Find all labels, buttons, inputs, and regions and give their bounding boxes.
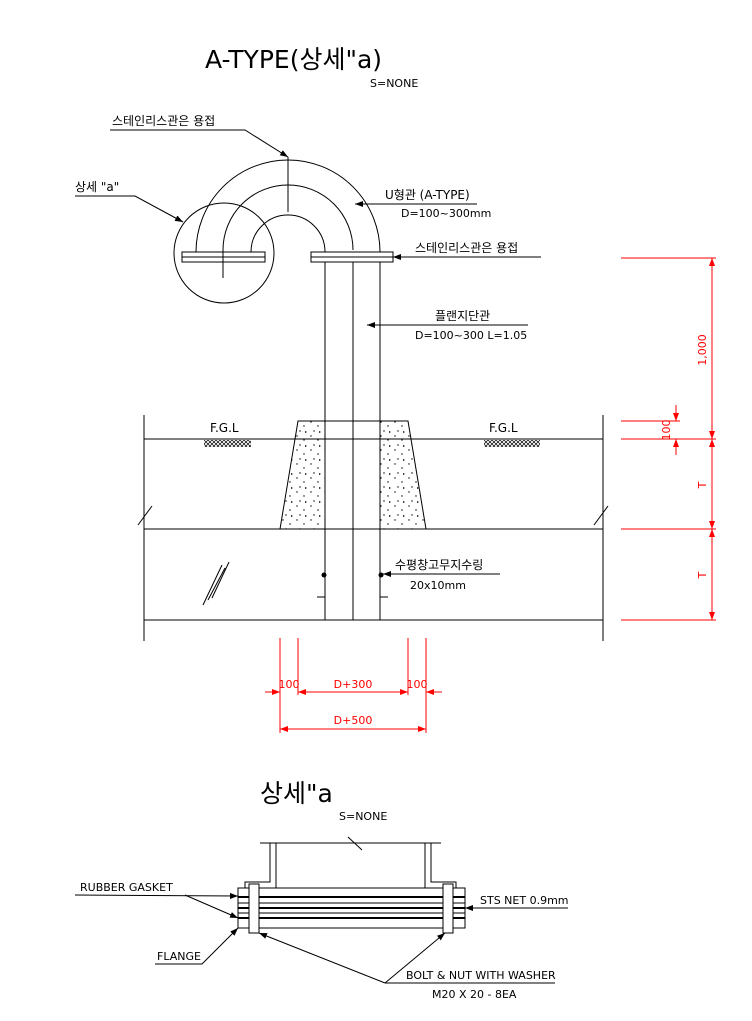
dim-left-100: 100 [279,678,300,691]
main-title: A-TYPE(상세"a) [205,45,382,74]
label-weld-right: 스테인리스관은 용접 [415,241,518,255]
label-detail-ref: 상세 "a" [75,180,119,194]
ground-section [137,415,609,641]
dim-right-100: 100 [407,678,428,691]
concrete-right [379,420,427,530]
label-ring: 수평창고무지수링 [395,558,483,572]
dim-d-plus-300: D+300 [334,678,373,691]
label-flange: FLANGE [157,950,201,963]
label-flange-pipe-dim: D=100~300 L=1.05 [415,329,527,342]
dim-offset: 100 [660,420,673,441]
label-flange-pipe: 플랜지단관 [435,309,490,323]
label-u-pipe: U형관 (A-TYPE) [385,188,470,202]
detail-title: 상세"a [260,779,333,808]
horizontal-dimensions [265,638,442,733]
label-fgl-right: F.G.L [489,421,518,435]
u-pipe [173,157,394,304]
break-mark-detail [347,836,363,851]
break-mark-right [593,505,609,526]
flange-pipe [324,262,381,620]
main-scale: S=NONE [370,77,418,90]
label-u-pipe-dim: D=100~300mm [401,207,491,220]
ground-hatch-left [204,440,251,447]
concrete-left [279,420,326,530]
vertical-dimensions [621,257,716,621]
dim-d-plus-500: D+500 [334,714,373,727]
dim-height-top: 1,000 [696,334,709,366]
ring-right [378,572,384,578]
ground-hatch-right [484,440,540,447]
break-mark-left [137,505,153,526]
label-fgl-left: F.G.L [210,421,239,435]
detail-a-circle [173,202,275,304]
label-ring-dim: 20x10mm [410,579,466,592]
label-net: STS NET 0.9mm [480,894,569,907]
dim-t-upper: T [696,481,709,489]
dim-t-lower: T [696,571,709,579]
label-weld-top: 스테인리스관은 용접 [112,114,215,128]
soil-hatch-mark [202,561,230,606]
detail-scale: S=NONE [339,810,387,823]
ring-left [321,572,327,578]
label-bolt: BOLT & NUT WITH WASHER [406,969,556,982]
label-bolt-spec: M20 X 20 - 8EA [432,988,517,1001]
label-gasket: RUBBER GASKET [80,881,173,894]
detail-flange-assembly [237,836,466,934]
